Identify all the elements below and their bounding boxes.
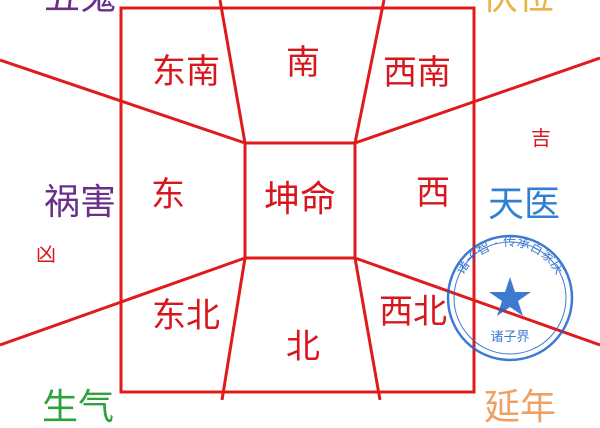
cell-south: 南 [286, 43, 320, 83]
label-yannian: 延年 [483, 387, 557, 428]
label-xiong: 凶 [36, 242, 56, 266]
ray-bottom-left-down [220, 257, 247, 400]
cell-southeast: 东南 [152, 52, 220, 92]
center-label: 坤命 [263, 179, 337, 220]
label-fuwei: 伏位 [482, 0, 554, 16]
ray-top-right-up [353, 0, 386, 144]
ray-bottom-right-side [354, 256, 600, 347]
cell-northeast: 东北 [152, 296, 220, 336]
diagram-lines [0, 0, 600, 400]
label-wugui: 五鬼 [44, 0, 116, 16]
ray-bottom-left-side [0, 256, 246, 347]
stamp-inner-ring [453, 241, 567, 355]
stamp-bottom-text: 诸子界 [490, 330, 529, 345]
star-icon [489, 277, 531, 316]
label-tianyi: 天医 [487, 184, 561, 225]
cell-east: 东 [151, 175, 185, 215]
label-ji: 吉 [531, 126, 551, 150]
stamp-outer-ring [446, 234, 574, 362]
cell-northwest: 西北 [379, 292, 447, 332]
ray-top-left-side [0, 58, 246, 145]
label-huohai: 祸害 [43, 182, 117, 223]
inner-square [243, 141, 357, 260]
ray-bottom-right-down [353, 257, 382, 400]
bazhai-diagram: 诸子智 · 传承百家庆 诸子界 [0, 0, 600, 400]
cell-southwest: 西南 [383, 53, 451, 93]
label-shengqi: 生气 [41, 387, 115, 428]
ray-top-left-up [218, 0, 247, 144]
stamp-arc-text: 诸子智 · 传承百家庆 [454, 235, 567, 277]
outer-square [119, 6, 476, 394]
cell-west: 西 [416, 173, 450, 213]
cell-north: 北 [286, 327, 320, 367]
ray-top-right-side [354, 56, 600, 145]
